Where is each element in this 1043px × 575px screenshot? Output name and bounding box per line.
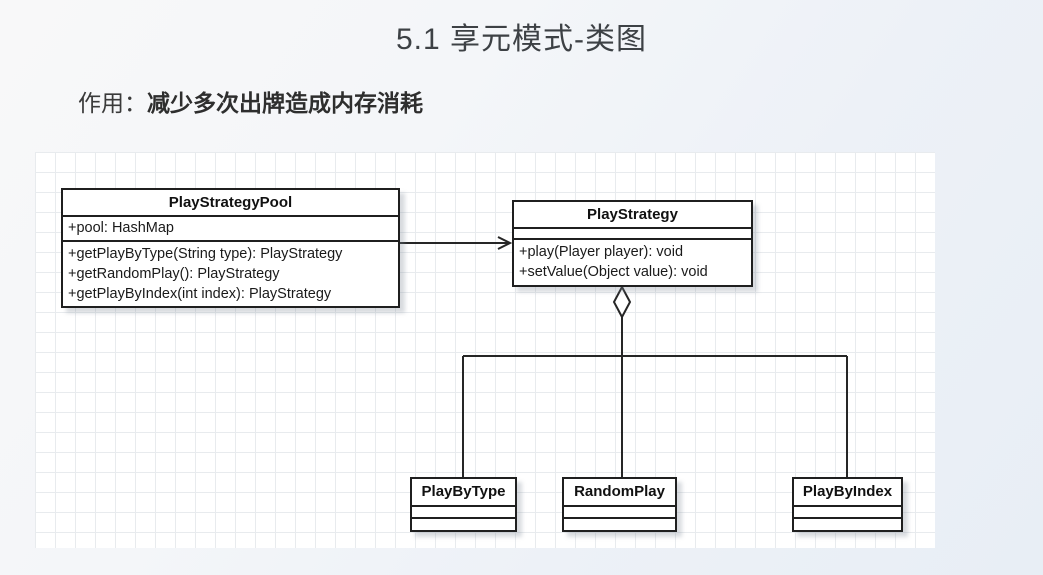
class-box-playbyindex: PlayByIndex <box>792 477 903 532</box>
method-line: +getPlayByIndex(int index): PlayStrategy <box>68 286 332 302</box>
class-name: PlayStrategyPool <box>63 190 398 217</box>
page-title: 5.1 享元模式-类图 <box>395 23 648 56</box>
class-methods: +getPlayByType(String type): PlayStrateg… <box>63 242 398 304</box>
class-box-playbytype: PlayByType <box>410 477 517 532</box>
class-attributes: +pool: HashMap <box>63 217 398 242</box>
association-arrow-icon <box>400 236 513 250</box>
class-attributes-empty <box>794 507 901 519</box>
method-line: +getPlayByType(String type): PlayStrateg… <box>68 246 343 262</box>
method-line: +getRandomPlay(): PlayStrategy <box>68 266 280 282</box>
class-box-playstrategypool: PlayStrategyPool +pool: HashMap +getPlay… <box>61 188 400 308</box>
class-box-playstrategy: PlayStrategy +play(Player player): void … <box>512 200 753 287</box>
class-attributes-empty <box>514 229 751 240</box>
class-name: PlayStrategy <box>514 202 751 229</box>
attribute-line: +pool: HashMap <box>68 220 174 236</box>
generalization-lines <box>462 284 848 477</box>
class-name: PlayByIndex <box>794 479 901 507</box>
purpose-label: 作用： <box>78 91 147 117</box>
purpose-line: 作用：减少多次出牌造成内存消耗 <box>78 84 423 118</box>
method-line: +setValue(Object value): void <box>519 264 708 280</box>
diagram-canvas: PlayStrategyPool +pool: HashMap +getPlay… <box>35 152 935 548</box>
method-line: +play(Player player): void <box>519 244 684 260</box>
purpose-text: 减少多次出牌造成内存消耗 <box>147 90 423 117</box>
class-box-randomplay: RandomPlay <box>562 477 677 532</box>
class-attributes-empty <box>412 507 515 519</box>
class-name: RandomPlay <box>564 479 675 507</box>
class-attributes-empty <box>564 507 675 519</box>
class-methods: +play(Player player): void +setValue(Obj… <box>514 240 751 282</box>
hollow-diamond-icon <box>612 284 632 320</box>
class-name: PlayByType <box>412 479 515 507</box>
